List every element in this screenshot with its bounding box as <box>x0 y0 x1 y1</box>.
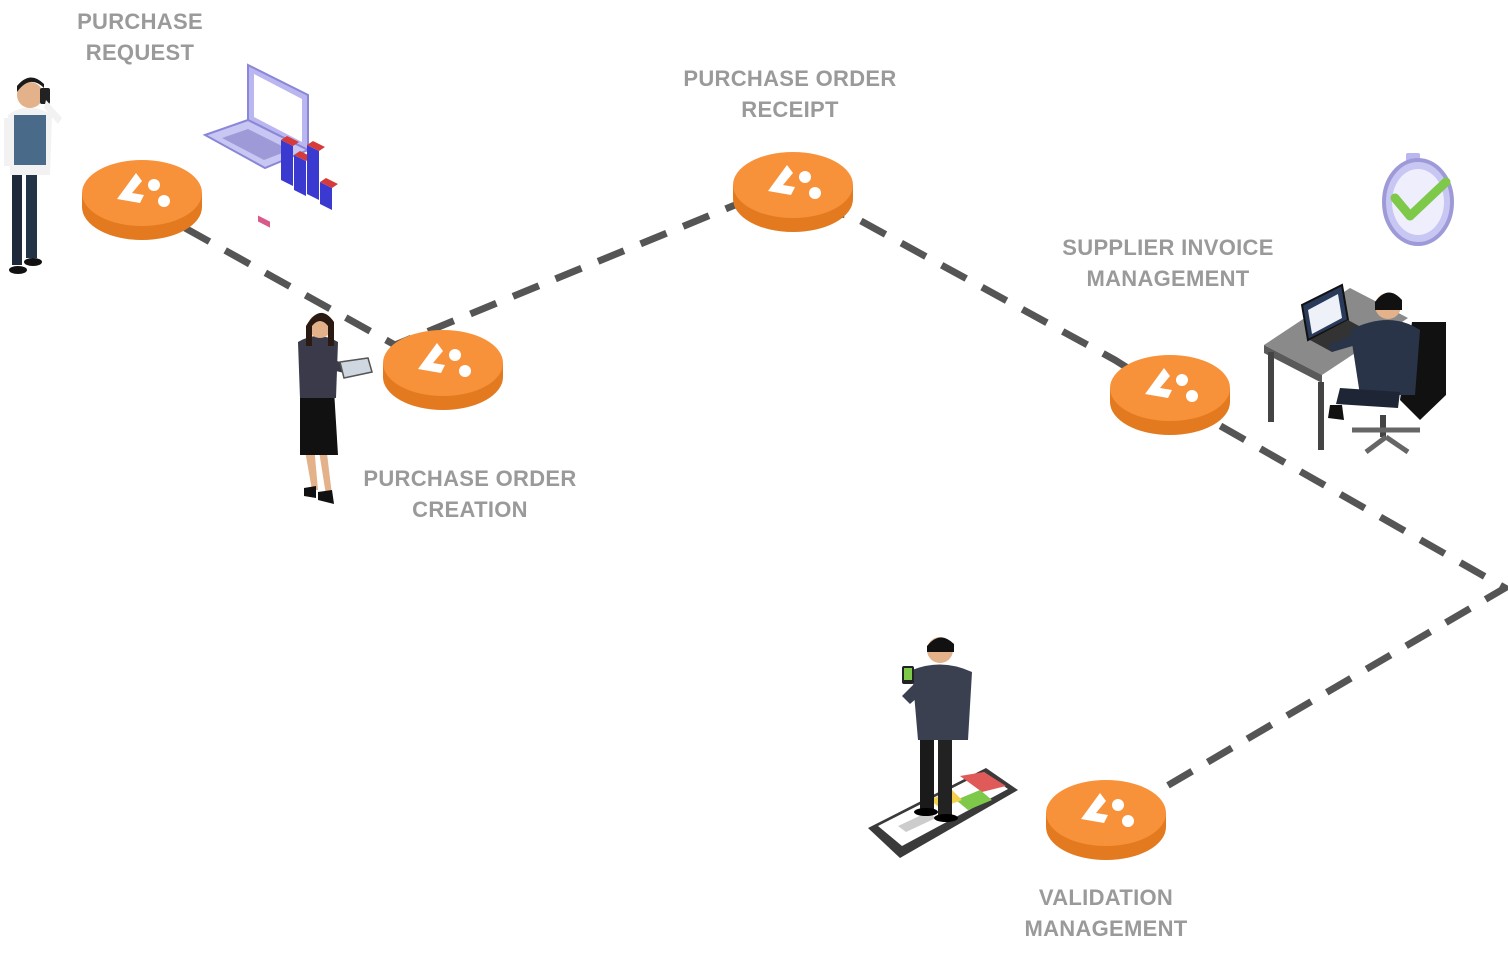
step-node-supplier-invoice-management <box>1110 355 1230 435</box>
man-on-phone-icon <box>4 77 62 274</box>
step-node-purchase-order-receipt <box>733 152 853 232</box>
man-on-smartphone-icon <box>868 637 1018 858</box>
workflow-logo-icon <box>1046 780 1166 860</box>
man-at-desk-icon <box>1264 283 1446 455</box>
stopwatch-check-icon <box>1382 153 1454 246</box>
step-label-purchase-order-receipt: PURCHASE ORDER RECEIPT <box>683 66 897 122</box>
process-path <box>183 201 1508 794</box>
workflow-logo-icon <box>733 152 853 232</box>
step-node-purchase-request <box>82 160 202 240</box>
workflow-logo-icon <box>82 160 202 240</box>
step-label-purchase-request: PURCHASE REQUEST <box>77 9 203 65</box>
step-label-supplier-invoice-management: SUPPLIER INVOICE MANAGEMENT <box>1062 235 1274 291</box>
laptop-chart-icon <box>202 63 338 228</box>
workflow-logo-icon <box>1110 355 1230 435</box>
step-label-validation-management: VALIDATION MANAGEMENT <box>1024 885 1188 941</box>
step-node-validation-management <box>1046 780 1166 860</box>
workflow-logo-icon <box>383 330 503 410</box>
step-node-purchase-order-creation <box>383 330 503 410</box>
step-label-purchase-order-creation: PURCHASE ORDER CREATION <box>363 466 577 522</box>
woman-with-tablet-icon <box>298 312 373 504</box>
